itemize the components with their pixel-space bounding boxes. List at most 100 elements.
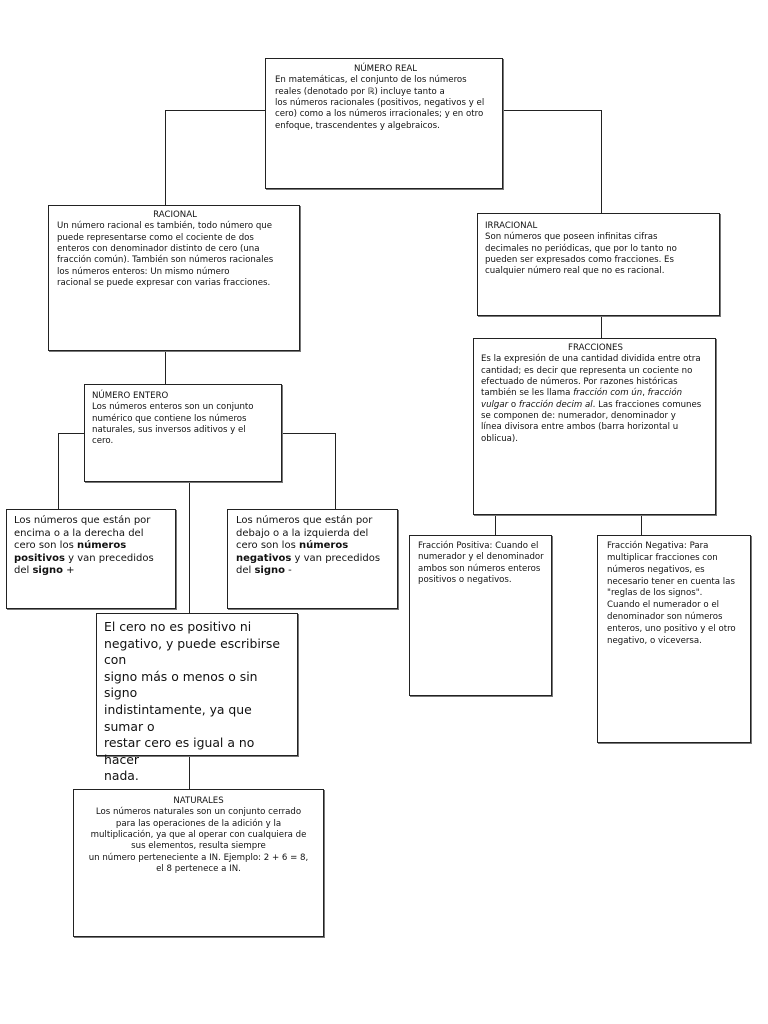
node-text-line: positivos y van precedidos [14, 553, 169, 566]
node-text-line: también se les llama fracción com ún, fr… [481, 388, 710, 399]
text-run: del [14, 565, 33, 576]
text-run: cero son los [236, 540, 299, 551]
node-text-line: cantidad; es decir que representa un coc… [481, 365, 693, 376]
node-text-line: un número perteneciente a IN. Ejemplo: 2… [88, 852, 309, 863]
connector-fracciones-to-positiva [495, 514, 496, 536]
node-text-line: del signo - [236, 565, 391, 578]
node-text-line: Los números enteros son un conjunto [92, 402, 254, 413]
node-naturales: NATURALES Los números naturales son un c… [73, 789, 324, 937]
bold-text-run: signo [254, 565, 285, 576]
node-text-line: los números racionales (positivos, negat… [275, 98, 485, 109]
node-text-line: multiplicar fracciones con [607, 552, 718, 563]
node-text-line: puede representarse como el cociente de … [57, 232, 254, 243]
text-run: o [508, 399, 519, 410]
node-text-line: pueden ser expresados como fracciones. E… [485, 255, 674, 266]
text-run: , [642, 388, 648, 399]
bold-text-run: negativos [236, 552, 292, 564]
text-run: - [285, 565, 292, 576]
bold-text-run: positivos [14, 552, 65, 564]
text-run: también se les llama [481, 388, 574, 399]
node-title: NÚMERO REAL [353, 64, 418, 74]
node-text-line: cualquier número real que no es racional… [485, 266, 665, 277]
node-text-line: Los números naturales son un conjunto ce… [95, 807, 302, 818]
node-text-line: reales (denotado por ℝ) incluye tanto a [275, 86, 445, 97]
node-text-line: para las operaciones de la adición y la [115, 818, 282, 829]
node-text-line: números negativos, es [607, 564, 705, 575]
node-text-line: negativo, o viceversa. [607, 635, 702, 646]
node-text-line: enteros con denominador distinto de cero… [57, 244, 260, 255]
bold-text-run: signo [32, 565, 63, 576]
node-text-line: nada. [104, 768, 139, 784]
node-text-line: negativos y van precedidos [236, 553, 391, 566]
node-text-line: El cero no es positivo ni [104, 619, 252, 634]
italic-text-run: fracción decim al [518, 399, 593, 410]
node-numero-real: NÚMERO REAL En matemáticas, el conjunto … [265, 58, 503, 189]
text-run: y van precedidos [291, 552, 381, 564]
node-text-line: numerador y el denominador [418, 552, 544, 563]
node-negativos: Los números que están por debajo o a la … [227, 509, 398, 609]
node-text-line: multiplicación, ya que al operar con cua… [90, 830, 307, 841]
node-text-line: encima o a la derecha del [14, 527, 144, 539]
node-text-line: Fracción Negativa: Para [607, 541, 709, 551]
node-title: NÚMERO ENTERO [92, 391, 169, 401]
connector-fracciones-to-negativa [641, 514, 642, 535]
node-text-line: naturales, sus inversos aditivos y el [92, 425, 246, 436]
node-fraccion-negativa: Fracción Negativa: Para multiplicar frac… [597, 535, 751, 743]
node-text-line: restar cero es igual a no hacer [104, 735, 255, 767]
node-text-line: oblicua). [481, 433, 519, 444]
node-text-line: efectuado de números. Por razones histór… [481, 377, 678, 388]
node-text-line: positivos o negativos. [418, 575, 512, 586]
node-text-line: enteros, uno positivo y el otro [607, 624, 736, 635]
text-run: del [236, 565, 255, 576]
node-text-line: Los números que están por [14, 515, 151, 526]
node-text-line: se componen de: numerador, denominador y [481, 411, 676, 422]
italic-text-run: fracción com ún [573, 388, 643, 399]
node-text-line: cero. [92, 436, 114, 447]
connector-real-to-racional [165, 110, 166, 206]
node-text-line: Cuando el numerador o el [607, 600, 720, 611]
node-irracional: IRRACIONAL Son números que poseen infini… [477, 213, 720, 316]
node-text-line: fracción común). También son números rac… [57, 255, 274, 266]
node-title: RACIONAL [153, 210, 197, 220]
node-racional: RACIONAL Un número racional es también, … [48, 205, 300, 351]
node-text-line: "reglas de los signos". [607, 588, 703, 599]
node-cero: El cero no es positivo ni negativo, y pu… [96, 613, 298, 783]
node-text-line: el 8 pertenece a IN. [156, 864, 241, 875]
node-text-line: indistintamente, ya que sumar o [104, 702, 252, 734]
italic-text-run: vulgar [481, 399, 509, 410]
node-numero-entero: NÚMERO ENTERO Los números enteros son un… [84, 384, 282, 482]
node-text-line: cero son los números [236, 540, 391, 553]
node-text-line: Es la expresión de una cantidad dividida… [481, 354, 701, 365]
node-text-line: Un número racional es también, todo núme… [57, 221, 273, 232]
node-text-line: ambos son números enteros [418, 563, 541, 574]
node-text-line: negativo, y puede escribirse con [104, 635, 280, 668]
node-text-line: del signo + [14, 565, 169, 578]
text-run: cero son los [14, 540, 77, 551]
node-text-line: Los números que están por [236, 515, 373, 526]
node-title: NATURALES [173, 796, 224, 806]
connector-entero-to-cero [189, 481, 190, 614]
node-text-line: decimales no periódicas, que por lo tant… [485, 243, 677, 254]
node-title: IRRACIONAL [485, 221, 538, 231]
node-text-line: línea divisora entre ambos (barra horizo… [481, 422, 679, 433]
text-run: + [63, 565, 75, 576]
node-fraccion-positiva: Fracción Positiva: Cuando el numerador y… [409, 535, 552, 696]
node-text-line: debajo o a la izquierda del [236, 527, 369, 539]
connector-entero-horizontal-right [281, 433, 335, 434]
node-text-line: Son números que poseen infinitas cifras [485, 232, 658, 243]
node-fracciones: FRACCIONES Es la expresión de una cantid… [473, 338, 716, 515]
node-text-line: sus elementos, resulta siempre [131, 841, 266, 852]
node-text-line: denominador son números [607, 612, 723, 623]
node-text-line: Fracción Positiva: Cuando el [418, 541, 539, 551]
connector-irracional-to-fracciones [601, 315, 602, 339]
connector-racional-to-entero [165, 350, 166, 384]
connector-entero-to-positivos [58, 433, 59, 509]
connector-entero-horizontal-left [58, 433, 84, 434]
node-text-line: signo más o menos o sin signo [104, 668, 258, 701]
node-text-line: cero son los números [14, 540, 169, 553]
bold-text-run: números [76, 540, 127, 551]
text-run: . Las fracciones comunes [592, 399, 702, 410]
node-text-line: enfoque, trascendentes y algebraicos. [275, 120, 440, 131]
node-title: FRACCIONES [568, 343, 623, 353]
italic-text-run: fracción [647, 388, 683, 399]
